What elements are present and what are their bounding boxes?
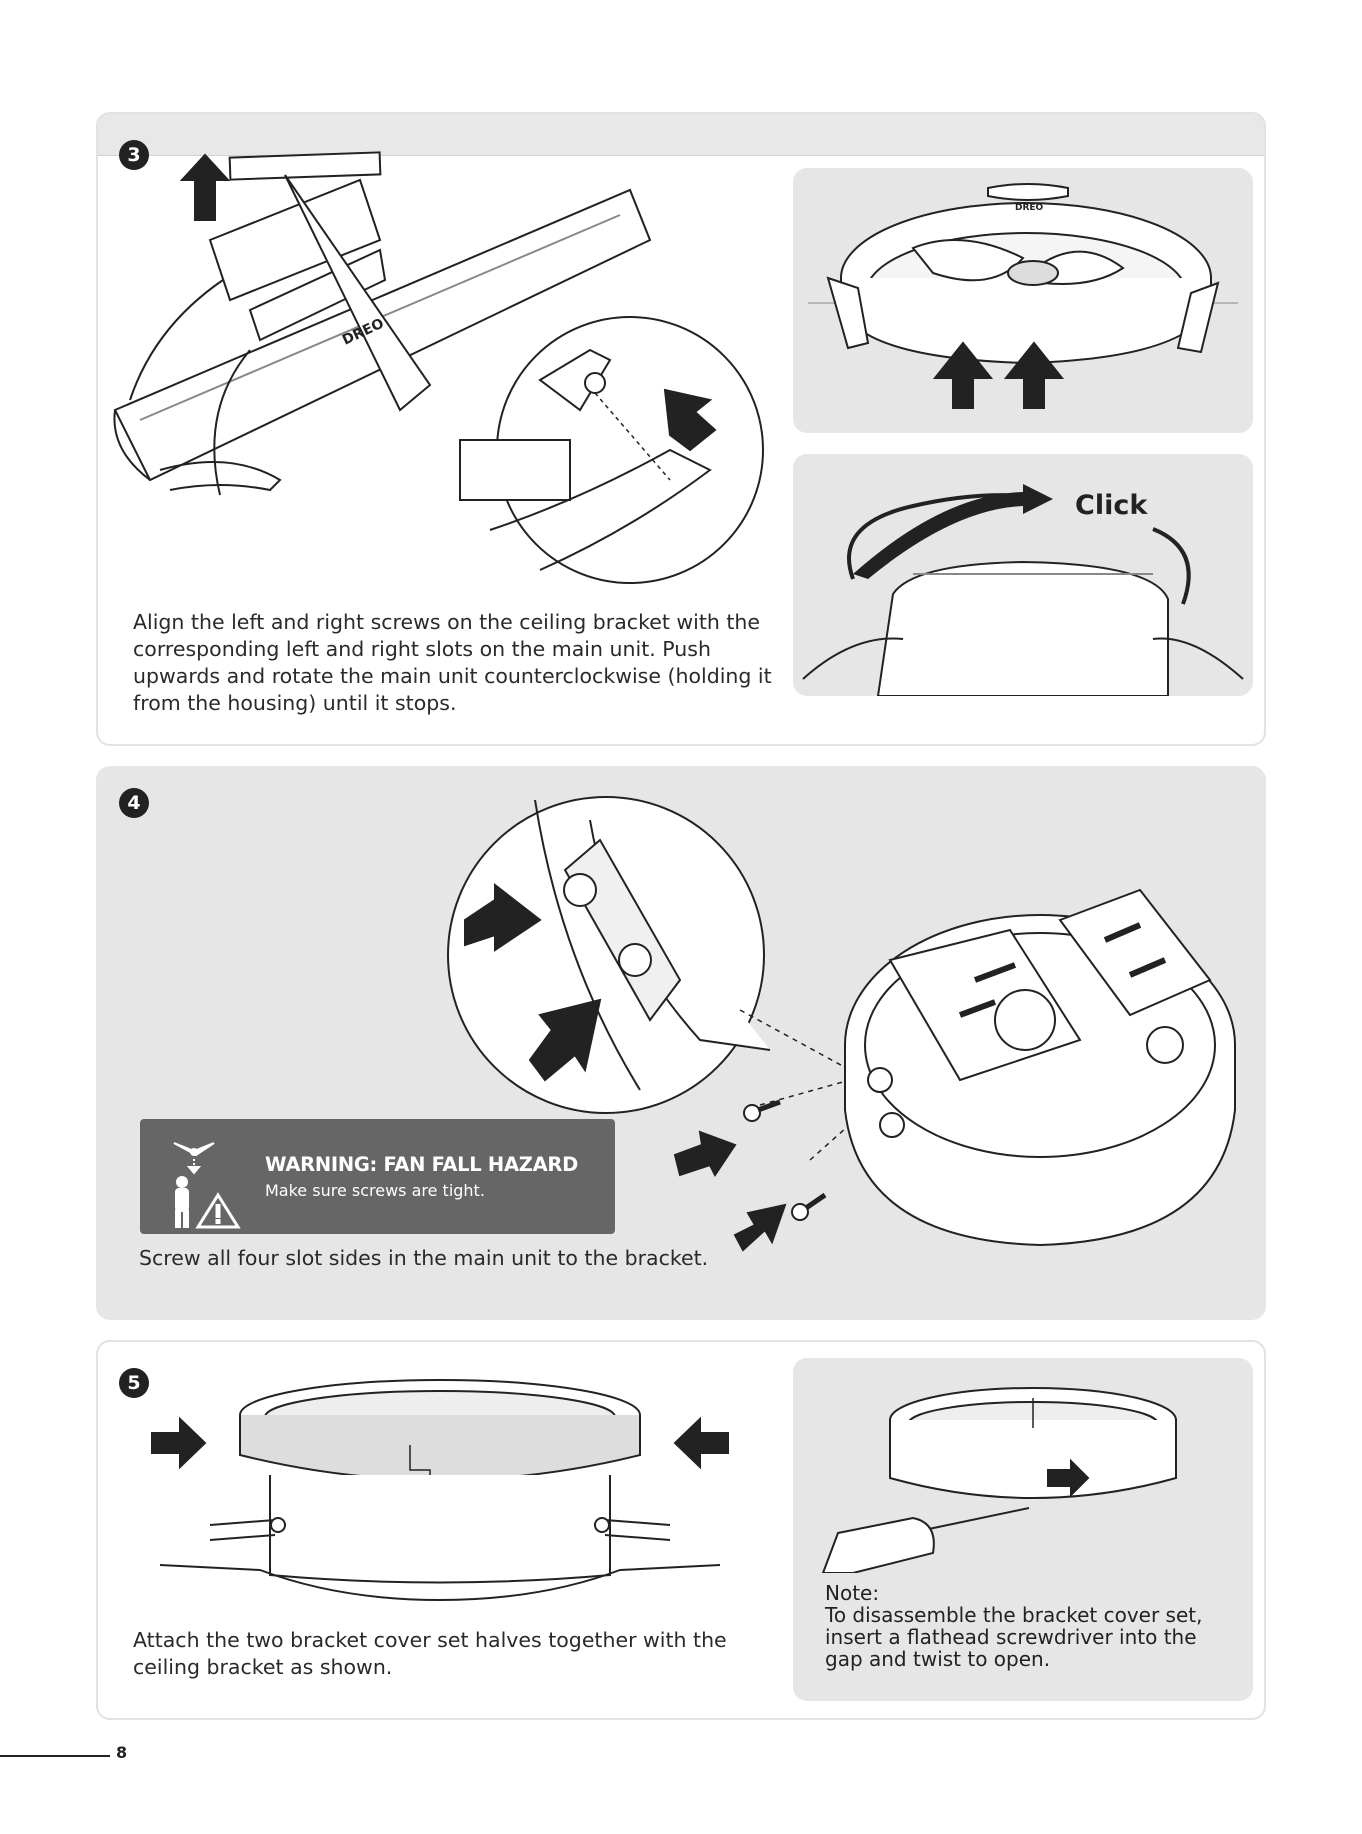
step-5-caption-line: Attach the two bracket cover set halves … <box>133 1628 727 1652</box>
step-3-number: 3 <box>119 140 149 170</box>
screwdriver-ring-illustration <box>821 1387 1177 1574</box>
step-3-caption-line: Align the left and right screws on the c… <box>133 610 761 634</box>
page-number: 8 <box>116 1743 128 1762</box>
fan-fall-hazard-icon <box>173 1142 241 1229</box>
step-5-caption: Attach the two bracket cover set halves … <box>133 1627 727 1681</box>
note-line: gap and twist to open. <box>825 1647 1051 1671</box>
step-3-caption-line: from the housing) until it stops. <box>133 691 457 715</box>
step-5-illustration <box>151 1379 729 1602</box>
step-3-main-illustration: DREO <box>113 151 764 584</box>
step-4-caption: Screw all four slot sides in the main un… <box>139 1246 709 1270</box>
step-5-caption-line: ceiling bracket as shown. <box>133 1655 393 1679</box>
fan-fall-warning-box: WARNING: FAN FALL HAZARD Make sure screw… <box>140 1119 615 1234</box>
step-3-caption: Align the left and right screws on the c… <box>133 609 772 717</box>
warning-subtitle: Make sure screws are tight. <box>265 1181 485 1200</box>
disassembly-note: Note: To disassemble the bracket cover s… <box>825 1582 1202 1670</box>
step-4-illustration <box>447 796 1236 1252</box>
step-3-caption-line: upwards and rotate the main unit counter… <box>133 664 772 688</box>
brand-label-small: DREO <box>1015 203 1044 213</box>
fan-lift-illustration: DREO <box>808 183 1238 409</box>
page-footer-rule <box>0 1755 110 1757</box>
click-label: Click <box>1075 490 1148 521</box>
note-line: insert a flathead screwdriver into the <box>825 1625 1197 1649</box>
step-4-number: 4 <box>119 788 149 818</box>
step-3-caption-line: corresponding left and right slots on th… <box>133 637 711 661</box>
step-5-note-panel <box>793 1358 1253 1701</box>
step-3-header-bar <box>98 114 1264 156</box>
note-line: To disassemble the bracket cover set, <box>825 1603 1203 1627</box>
rotate-click-illustration <box>802 484 1244 696</box>
warning-title: WARNING: FAN FALL HAZARD <box>265 1153 578 1176</box>
step-5-number: 5 <box>119 1368 149 1398</box>
step-3-rotate-panel: Click <box>793 454 1253 696</box>
step-3-lift-panel: DREO <box>793 168 1253 433</box>
note-line: Note: <box>825 1581 880 1605</box>
